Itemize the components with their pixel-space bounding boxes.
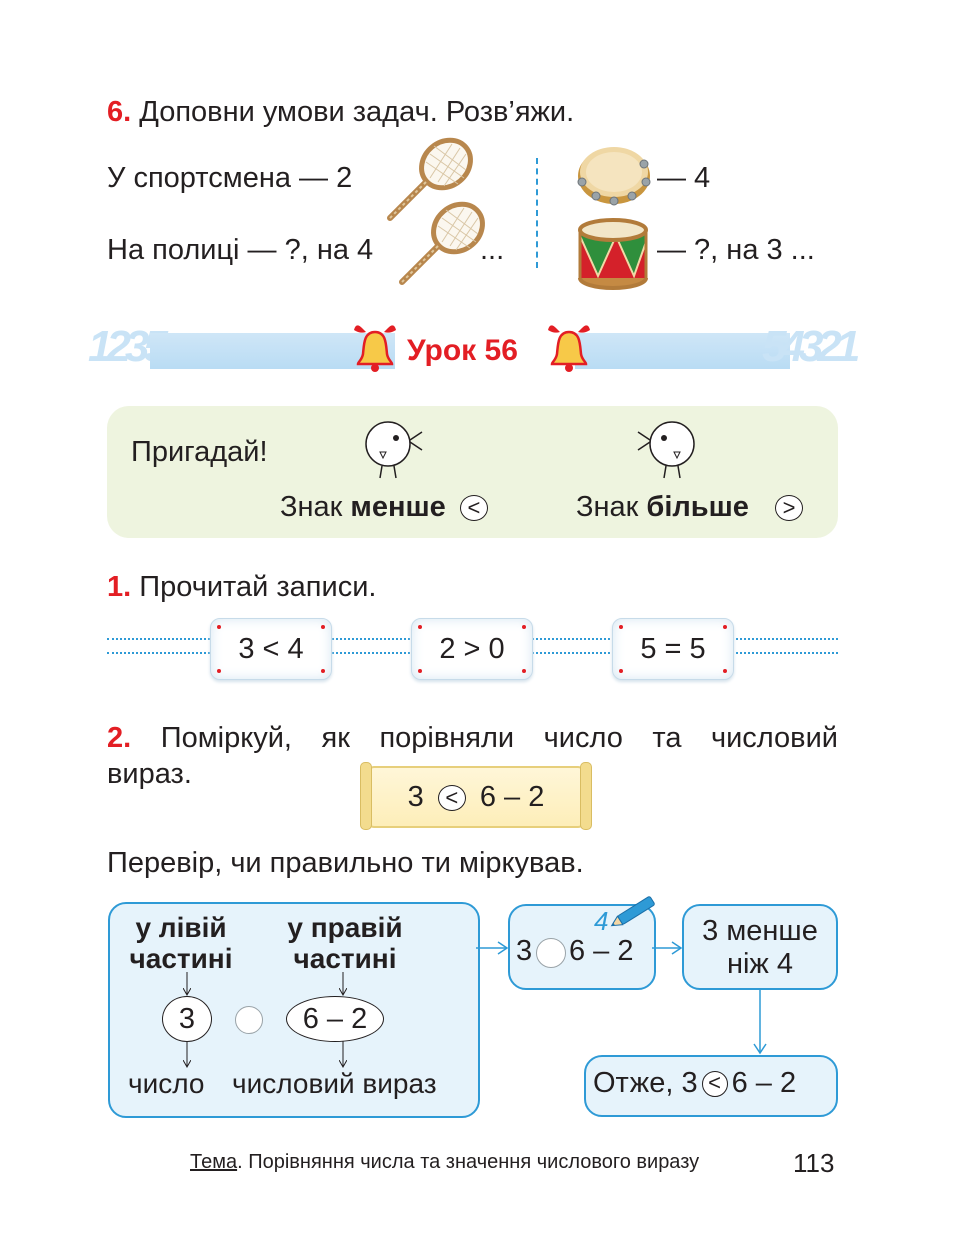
task2-heading: 2. Поміркуй, як порівняли число та число… xyxy=(107,724,838,753)
compare-text: 3 менше ніж 4 xyxy=(682,915,838,981)
task6-left-line1: У спортсмена — 2 xyxy=(107,162,353,194)
arrow-right-icon xyxy=(476,941,509,955)
check-text: Перевір, чи правильно ти міркував. xyxy=(107,847,584,879)
bell-icon xyxy=(354,325,396,372)
task6-heading: 6. Доповни умови задач. Розв’яжи. xyxy=(107,98,574,127)
label-number: число xyxy=(128,1068,205,1099)
right-part-line2: частині xyxy=(293,943,397,974)
task2-title-line2: вираз. xyxy=(107,758,192,790)
bird-icon xyxy=(365,421,423,479)
greater-sign-icon: > xyxy=(775,495,803,522)
comparison-scroll: 3 < 6 – 2 xyxy=(360,762,592,830)
task6-right-line1: — 4 xyxy=(657,162,711,194)
task2-number: 2. xyxy=(107,722,132,754)
left-part-line1: у лівій xyxy=(135,912,227,943)
lesson-title: Урок 56 xyxy=(407,334,518,367)
conclusion-text: Отже, 3<6 – 2 xyxy=(593,1069,796,1098)
sign-less-label: Знак менше < xyxy=(280,493,488,522)
comparison-blank-circle xyxy=(235,1006,263,1034)
task6-right-line2: — ?, на 3 ... xyxy=(657,234,815,266)
scroll-left-value: 3 xyxy=(407,781,424,813)
record-card: 3 < 4 xyxy=(210,618,332,680)
drum-icon xyxy=(578,218,648,290)
bell-icon xyxy=(548,325,590,372)
diagram-arrows xyxy=(108,972,476,1114)
conclusion-less-sign-icon: < xyxy=(701,1071,728,1098)
bird-icon xyxy=(637,421,695,479)
scroll-less-sign-icon: < xyxy=(437,785,466,812)
sign-greater-word: більше xyxy=(646,491,749,523)
page-number: 113 xyxy=(793,1148,835,1178)
calc-left: 3 xyxy=(516,935,533,967)
right-value-ellipse: 6 – 2 xyxy=(286,996,384,1042)
footer-topic-text: . Порівняння числа та значення числового… xyxy=(237,1151,700,1173)
label-expression: числовий вираз xyxy=(232,1068,437,1099)
pencil-result: 4 xyxy=(594,906,609,936)
left-part-line2: частині xyxy=(129,943,233,974)
calc-blank-circle xyxy=(536,938,566,968)
conclusion-prefix: Отже, 3 xyxy=(593,1067,698,1099)
right-part-label: у правій частині xyxy=(272,912,418,974)
task6-divider xyxy=(536,158,538,268)
footer-topic: Тема. Порівняння числа та значення число… xyxy=(190,1151,699,1174)
calc-right: 6 – 2 xyxy=(569,935,634,967)
sign-greater-label: Знак більше > xyxy=(576,493,803,522)
compare-line1: 3 менше xyxy=(702,915,818,947)
task6-number: 6. xyxy=(107,96,132,128)
right-part-line1: у правій xyxy=(287,912,403,943)
left-part-label: у лівій частині xyxy=(116,912,246,974)
task1-title: Прочитай записи. xyxy=(139,571,377,603)
remember-title: Пригадай! xyxy=(131,436,268,468)
arrow-down-icon xyxy=(753,988,767,1055)
scroll-right-value: 6 – 2 xyxy=(479,781,545,813)
task1-number: 1. xyxy=(107,571,132,603)
task6-title: Доповни умови задач. Розв’яжи. xyxy=(139,96,575,128)
tambourine-icon xyxy=(577,147,651,206)
task1-heading: 1. Прочитай записи. xyxy=(107,573,376,602)
footer-topic-label: Тема xyxy=(190,1151,238,1173)
conclusion-suffix: 6 – 2 xyxy=(731,1067,797,1099)
pencil-icon xyxy=(610,896,655,927)
compare-line2: ніж 4 xyxy=(726,948,794,980)
record-text: 3 < 4 xyxy=(238,633,304,665)
record-text: 5 = 5 xyxy=(640,633,706,665)
sign-less-word: менше xyxy=(350,491,446,523)
left-value-ellipse: 3 xyxy=(162,996,212,1042)
sign-greater-prefix: Знак xyxy=(576,491,647,523)
task6-left-ellipsis: ... xyxy=(480,234,505,266)
record-card: 5 = 5 xyxy=(612,618,734,680)
lesson-banner-title-area xyxy=(395,326,575,376)
racket-icon xyxy=(399,201,485,285)
sign-less-prefix: Знак xyxy=(280,491,351,523)
compare-box xyxy=(682,904,838,990)
banner-deco-right: 54321 xyxy=(762,322,860,371)
less-sign-icon: < xyxy=(459,495,488,522)
record-card: 2 > 0 xyxy=(411,618,533,680)
task2-title-line1: Поміркуй, як порівняли число та числовий xyxy=(160,722,838,754)
racket-icon xyxy=(387,137,473,221)
record-text: 2 > 0 xyxy=(439,633,505,665)
arrow-right-icon xyxy=(652,941,683,955)
task6-left-line2: На полиці — ?, на 4 xyxy=(107,234,374,266)
